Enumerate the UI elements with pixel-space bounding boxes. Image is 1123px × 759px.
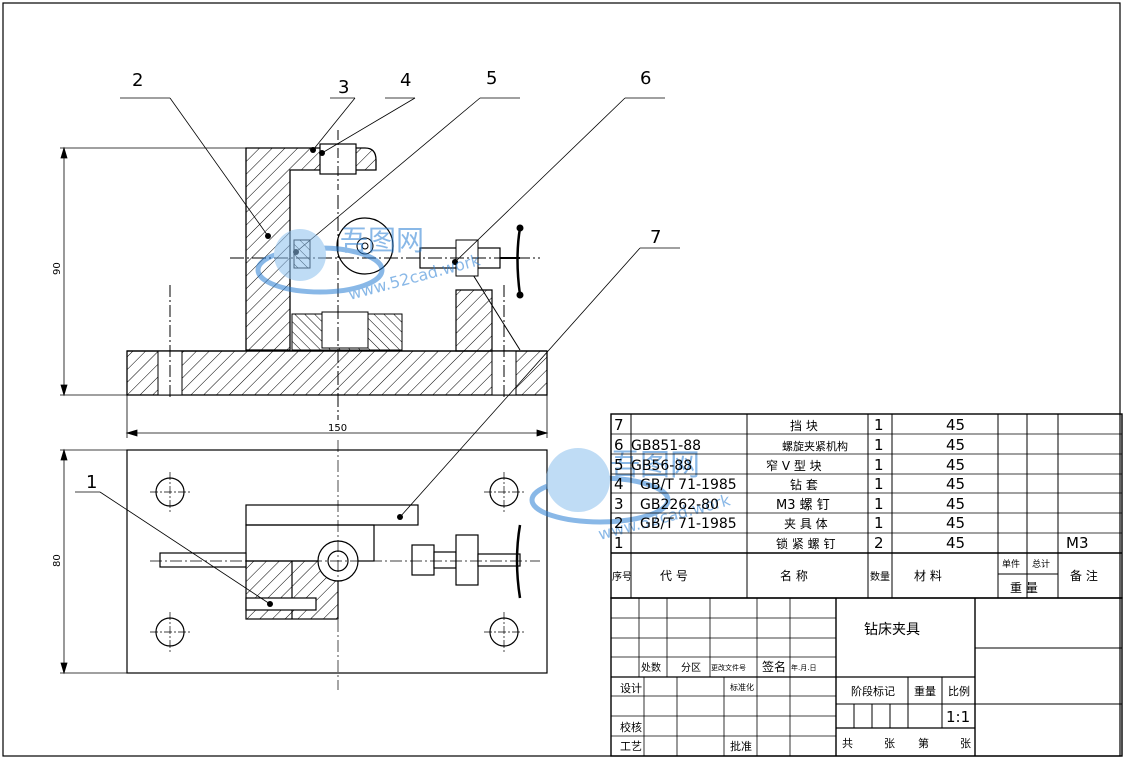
- bom-row-material: 45: [946, 436, 965, 454]
- bom-row-qty: 1: [874, 456, 884, 474]
- leader-dots: [265, 147, 458, 607]
- bom-row-material: 45: [946, 495, 965, 513]
- label-weight: 重量: [914, 684, 936, 698]
- balloon-7: 7: [650, 227, 661, 248]
- bom-row-name: 螺旋夹紧机构: [782, 439, 848, 453]
- balloon-6: 6: [640, 68, 651, 89]
- bom-header-unit-weight: 单件: [1002, 558, 1020, 570]
- bom-row-name: 锁 紧 螺 钉: [776, 536, 835, 551]
- label-approve: 批准: [730, 739, 752, 753]
- bom-row-material: 45: [946, 475, 965, 493]
- balloon-3: 3: [338, 77, 349, 98]
- bom-header-total-weight: 总计: [1032, 558, 1050, 570]
- bom-row-material: 45: [946, 534, 965, 552]
- bom-header-code: 代 号: [660, 569, 688, 583]
- bom-row-code: GB2262-80: [640, 497, 719, 513]
- label-sheet-unit-2: 张: [960, 737, 971, 750]
- drawing-title: 钻床夹具: [864, 622, 920, 638]
- bom-header-weight: 重 量: [1010, 581, 1038, 595]
- bom-row-code: GB/T 71-1985: [640, 477, 737, 493]
- title-block-grid: [610, 597, 1123, 757]
- bom-row-name: 窄 V 型 块: [766, 458, 822, 473]
- bom-header-qty: 数量: [870, 570, 890, 583]
- bom-rows: 7 挡 块 1 45 6 GB851-88 螺旋夹紧机构 1 45 5 GB56…: [614, 416, 1089, 552]
- scale-value: 1:1: [946, 708, 970, 726]
- bom-row-qty: 1: [874, 495, 884, 513]
- label-stage-mark: 阶段标记: [851, 684, 895, 698]
- balloon-leaders: [75, 97, 680, 605]
- bom-row-material: 45: [946, 456, 965, 474]
- dim-label-150: 150: [328, 423, 347, 434]
- label-date: 年.月.日: [791, 663, 816, 672]
- bom-row-name: 挡 块: [790, 419, 818, 433]
- bom-header-no: 序号: [612, 570, 632, 583]
- bom-row-material: 45: [946, 416, 965, 434]
- bom-row-qty: 2: [874, 534, 884, 552]
- bom-row-no: 5: [614, 456, 624, 474]
- label-total: 共: [842, 737, 853, 750]
- bom-row-name: M3 螺 钉: [776, 498, 830, 513]
- bom-row-qty: 1: [874, 416, 884, 434]
- bom-row-qty: 1: [874, 436, 884, 454]
- bom-row-name: 钻 套: [790, 477, 818, 492]
- bom-row-material: 45: [946, 514, 965, 532]
- bom-row-qty: 1: [874, 475, 884, 493]
- label-sheet-unit: 张: [884, 737, 895, 750]
- label-standardize: 标准化: [730, 682, 754, 692]
- label-design: 设计: [620, 682, 642, 695]
- bom-row-no: 3: [614, 495, 624, 513]
- label-signature: 签名: [762, 659, 786, 674]
- bom-row-no: 4: [614, 475, 624, 493]
- balloon-4: 4: [400, 70, 411, 91]
- label-check: 校核: [620, 720, 642, 734]
- dimension-height-top: [60, 448, 127, 675]
- bom-row-code: GB/T 71-1985: [640, 516, 737, 532]
- bom-header: 序号 代 号 名 称 数量 材 料 单件 总计 重 量 备 注: [612, 558, 1098, 595]
- label-sheet-no: 第: [918, 736, 929, 750]
- front-view: [126, 130, 548, 420]
- balloon-5: 5: [486, 68, 497, 89]
- bom-header-name: 名 称: [780, 568, 808, 583]
- bom-row-code: GB851-88: [631, 438, 701, 454]
- dim-label-80: 80: [52, 554, 63, 567]
- bom-row-name: 夹 具 体: [784, 517, 828, 531]
- label-scale: 比例: [948, 684, 970, 698]
- bom-row-no: 7: [614, 416, 624, 434]
- bom-row-no: 2: [614, 514, 624, 532]
- label-mark-count: 处数: [641, 661, 661, 674]
- bom-table-grid: [610, 413, 1123, 599]
- dim-label-90: 90: [52, 262, 63, 275]
- bom-row-no: 1: [614, 534, 624, 552]
- label-process: 工艺: [620, 740, 642, 753]
- dimension-height-front: [60, 146, 246, 397]
- top-view: [126, 440, 548, 690]
- title-block-text: 钻床夹具 处数 分区 更改文件号 签名 年.月.日 设计 标准化 阶段标记 重量…: [620, 622, 971, 753]
- bom-header-note: 备 注: [1070, 568, 1098, 583]
- bom-header-material: 材 料: [914, 569, 942, 583]
- bom-row-note: M3: [1066, 534, 1089, 552]
- bom-row-code: GB56-88: [631, 458, 692, 474]
- bom-row-no: 6: [614, 436, 624, 454]
- dimension-width-front: [125, 395, 549, 438]
- balloon-1: 1: [86, 472, 97, 493]
- label-zone: 分区: [681, 662, 701, 674]
- label-change-doc: 更改文件号: [711, 663, 746, 672]
- svg-text:吾图网: 吾图网: [340, 224, 424, 257]
- bom-row-qty: 1: [874, 514, 884, 532]
- balloon-2: 2: [132, 70, 143, 91]
